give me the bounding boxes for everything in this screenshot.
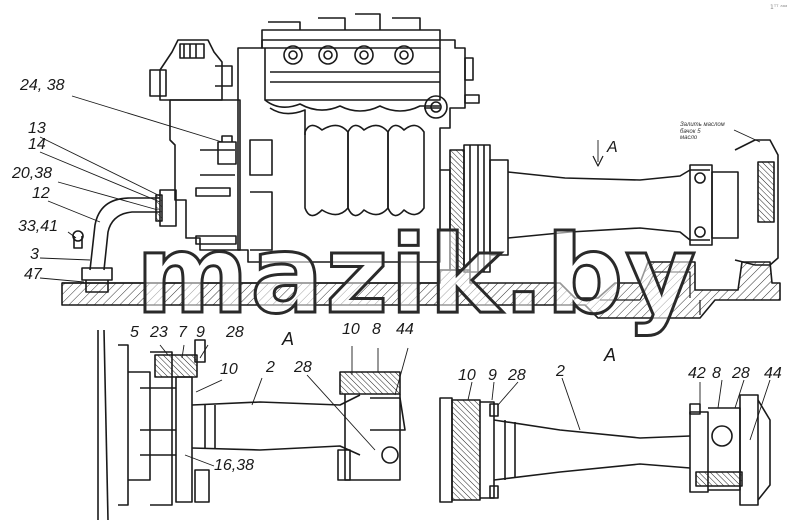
callout-9-left: 9 (196, 324, 205, 341)
callout-5: 5 (130, 324, 139, 341)
callout-13: 13 (28, 120, 46, 137)
callout-7: 7 (178, 324, 187, 341)
governor-housing (149, 39, 273, 251)
callout-44-left: 44 (396, 321, 414, 338)
callout-28-right-left: 28 (508, 367, 526, 384)
detail-left (97, 329, 406, 521)
callout-14: 14 (28, 136, 46, 153)
callout-33-41: 33,41 (18, 218, 59, 235)
callout-20-38: 20,38 (12, 165, 53, 182)
callout-9-right: 9 (488, 367, 497, 384)
callout-10-left: 10 (220, 361, 238, 378)
detail-right (439, 394, 771, 506)
callout-28-left-top: 28 (226, 324, 244, 341)
watermark: mazik.by (135, 213, 698, 338)
section-arrow-a: A (607, 139, 618, 156)
top-coupling (440, 139, 779, 273)
leader-lines (39, 95, 771, 467)
callout-28-right: 28 (732, 365, 750, 382)
callout-10-left-right: 10 (342, 321, 360, 338)
callout-24-38: 24, 38 (20, 77, 65, 94)
callout-3: 3 (30, 246, 39, 263)
callout-2-left: 2 (266, 359, 275, 376)
callout-8-left: 8 (372, 321, 381, 338)
section-label-a-right: A (604, 345, 617, 365)
callout-10-right: 10 (458, 367, 476, 384)
callout-12: 12 (32, 185, 50, 202)
callout-44-right: 44 (764, 365, 782, 382)
fill-note: Залить маслом бачок 5 масло (680, 122, 725, 142)
callout-2-right: 2 (556, 363, 565, 380)
callout-42: 42 (688, 365, 706, 382)
callout-23: 23 (150, 324, 168, 341)
callout-16-38: 16,38 (214, 457, 255, 474)
base-frame (61, 261, 781, 319)
corner-mark: 1ᵀᵀ ᵃᵃᵃ (770, 4, 788, 11)
oil-pipe (72, 197, 160, 293)
callout-8-right: 8 (712, 365, 721, 382)
section-label-a-left: A (282, 329, 295, 349)
pump-body (237, 13, 480, 263)
callout-47: 47 (24, 266, 42, 283)
callout-28-left-mid: 28 (294, 359, 312, 376)
